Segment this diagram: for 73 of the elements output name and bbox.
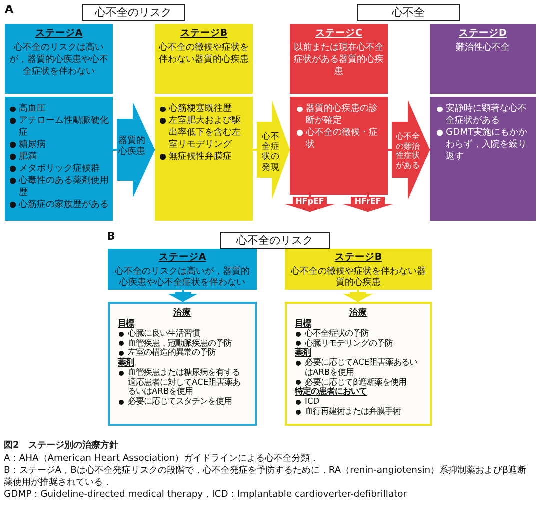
stage-title: ステージB: [334, 251, 384, 264]
list-item: 必要に応じてβ遮断薬を使用: [295, 378, 422, 388]
list-item: 血管疾患または糖尿病を有する適応患者に対してACE阻害薬あるいはARBを使用: [118, 368, 247, 398]
list-item: 心臓に良い生活習慣: [118, 328, 247, 339]
header-box: [82, 4, 185, 21]
list-item: 必要に応じてACE阻害薬あるいはARBを使用: [295, 358, 422, 378]
caption-note: B：ステージA，Bは心不全発症リスクの段階で，心不全発症を予防するために，RA（renin-angiotensin）系抑制薬およびβ遮断薬使用が推奨されている．: [4, 465, 528, 489]
stage-box: [290, 97, 388, 195]
list-item: ICD: [295, 397, 422, 408]
section-heading: 薬剤: [295, 348, 312, 358]
section-heading: 目標: [118, 319, 136, 328]
stage-box: [290, 24, 388, 94]
list-item: 心毒性のある薬剤使用歴: [9, 174, 109, 199]
list-item: 心臓リモデリングの予防: [295, 338, 422, 348]
stage-box: [430, 97, 536, 221]
stage-description: 心不全の徴候や症状を伴わない器質的心疾患: [159, 42, 249, 66]
edge-label: HFpEF: [294, 197, 326, 207]
list-item: 糖尿病: [9, 138, 109, 151]
section-heading: 薬剤: [118, 358, 136, 368]
header-text: 心不全のリスク: [94, 5, 173, 20]
list-item: 心筋梗塞既往歴: [159, 103, 249, 115]
list-item: 心筋症の家族歴がある: [9, 198, 109, 211]
header-box: [357, 4, 460, 21]
treatment-box: [108, 302, 257, 426]
panel-label: A: [5, 3, 14, 16]
stage-title: ステージC: [314, 27, 364, 40]
header-text: 心不全のリスク: [235, 233, 314, 248]
list-item: 心不全症状の予防: [295, 328, 422, 339]
stage-description: 難治性心不全: [455, 42, 511, 54]
list-item: 肥満: [9, 150, 109, 163]
list-item: 血管疾患，冠動脈疾患の予防: [118, 338, 247, 348]
section-heading: 特定の患者において: [295, 387, 367, 398]
stage-box: [430, 24, 536, 94]
list-item: 左室の構造的異常の予防: [118, 348, 247, 358]
stage-title: ステージB: [179, 27, 229, 40]
stage-description: 心不全の徴候や症状を伴わない器質的心疾患: [290, 266, 427, 288]
stage-title: ステージA: [158, 251, 208, 264]
treatment-heading: 治療: [348, 307, 368, 319]
section-heading: 目標: [295, 319, 312, 328]
stage-description: 心不全のリスクは高いが，器質的心疾患や心不全症状を伴わない: [9, 42, 109, 78]
edge-label: HFrEF: [354, 197, 382, 207]
stage-box: [285, 249, 432, 290]
stage-title: ステージA: [34, 27, 84, 40]
list-item: 高血圧: [9, 103, 109, 115]
list-item: 器質的心疾患の診断が確定: [296, 103, 382, 127]
edge-label: 心不全の難治性症状がある: [394, 132, 421, 170]
list-item: メタボリック症候群: [9, 162, 109, 175]
stage-description: 心不全のリスクは高いが，器質的心疾患や心不全症状を伴わない: [114, 266, 251, 288]
list-item: 心不全の徴候・症状: [296, 126, 382, 151]
header-box: [220, 232, 330, 249]
list-item: 血行再建術または弁膜手術: [295, 407, 422, 417]
stage-box: [155, 24, 253, 94]
edge-label: 器質的心疾患: [118, 136, 146, 158]
list-item: アテローム性動脈硬化症: [9, 114, 109, 139]
list-item: 安静時に顕著な心不全症状がある: [436, 103, 530, 127]
panel-label: B: [107, 230, 116, 243]
list-item: 左室肥大および駆出率低下を含む左室リモデリング: [159, 114, 249, 151]
list-item: GDMT実施にもかかわらず，入院を繰り返す: [436, 126, 530, 163]
stage-description: 以前または現在心不全症状がある器質的心疾患: [294, 42, 384, 78]
stage-box: [5, 24, 113, 94]
list-item: 必要に応じてスタチンを使用: [118, 397, 247, 408]
list-item: 無症候性弁膜症: [159, 150, 249, 163]
treatment-heading: 治療: [172, 307, 192, 319]
edge-label: 心不全症状の発現: [261, 132, 281, 173]
stage-box: [155, 97, 253, 221]
stage-box: [108, 249, 257, 290]
stage-title: ステージD: [458, 27, 508, 40]
stage-box: [5, 97, 113, 221]
header-text: 心不全: [390, 5, 426, 20]
caption-note: GDMP：Guideline-directed medical therapy，ICD：Implantable cardioverter-defibrillator: [4, 489, 408, 501]
treatment-box: [285, 302, 432, 426]
caption-note: A：AHA（American Heart Association）ガイドラインによる心不全分類．: [4, 453, 320, 465]
caption: 図2 ステージ別の治療方針: [4, 440, 118, 452]
